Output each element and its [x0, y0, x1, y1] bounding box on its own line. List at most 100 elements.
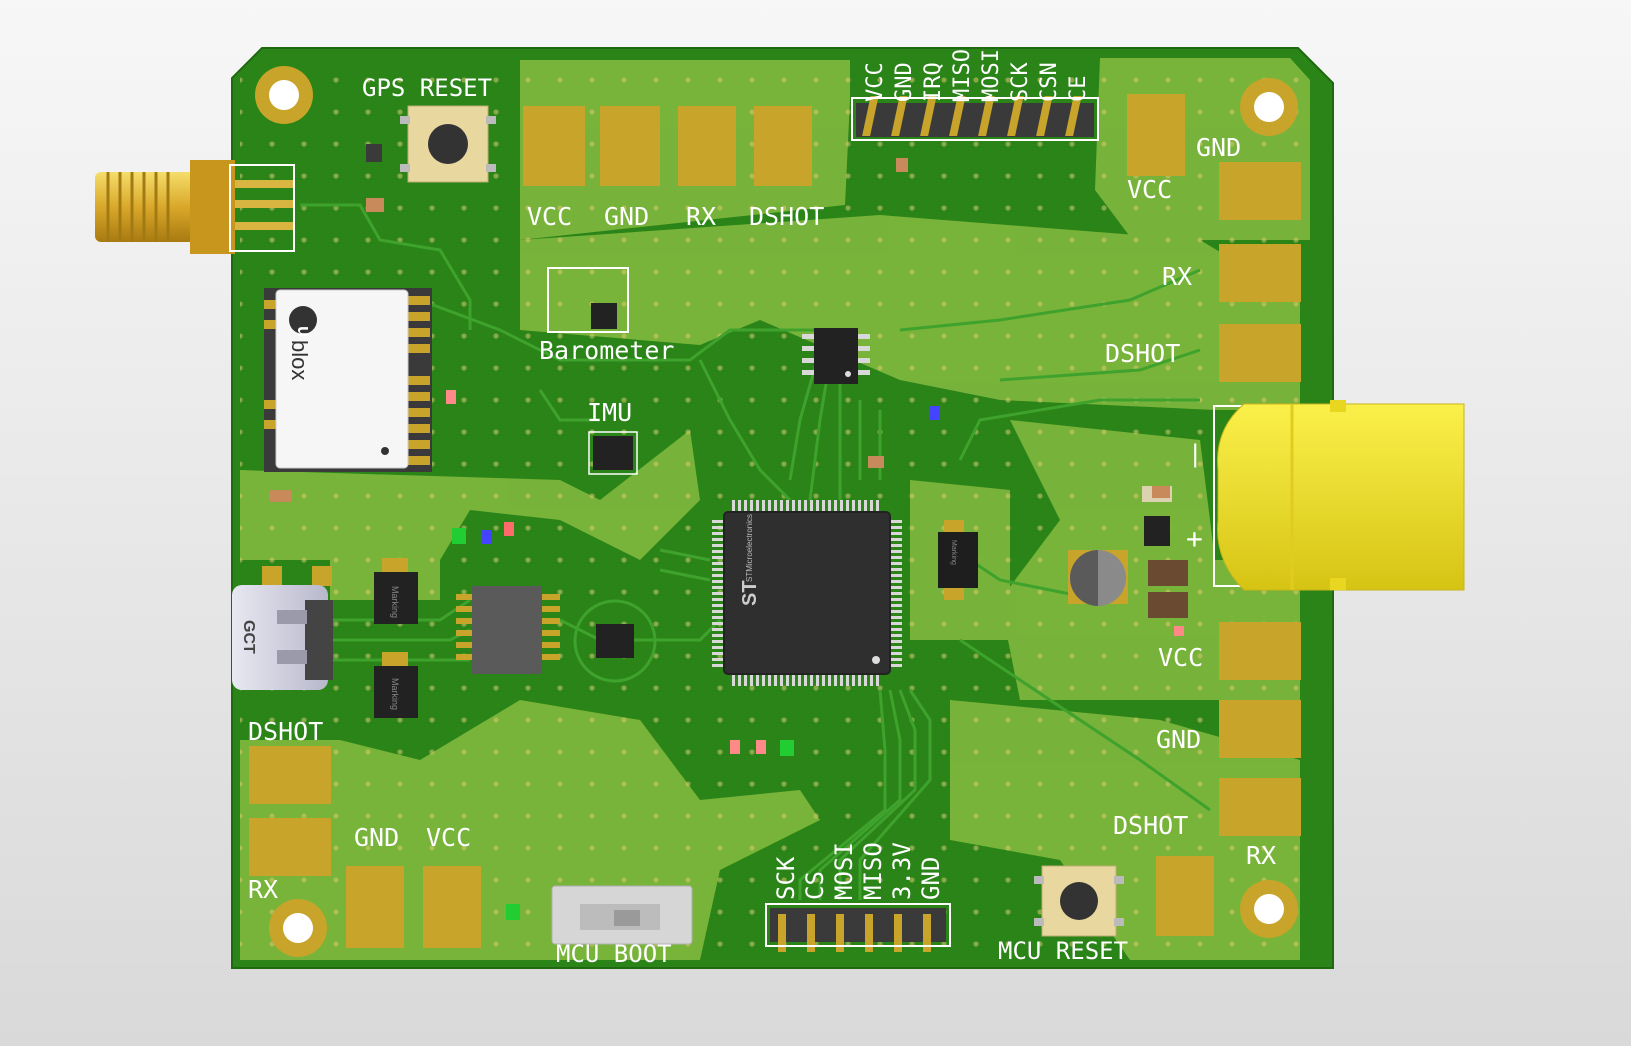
mcu-pin: [712, 640, 724, 643]
mcu-pin: [768, 500, 771, 512]
mcu-pin: [890, 544, 902, 547]
svg-text:Marking: Marking: [390, 586, 400, 618]
right-bottom-label-gnd: GND: [1156, 725, 1201, 754]
nrf-label-csn: CSN: [1037, 62, 1062, 102]
mcu-boot-switch[interactable]: [551, 885, 693, 945]
barometer-chip: [547, 267, 629, 333]
mount-hole-bottom-left: [269, 899, 327, 957]
mcu-pin: [712, 646, 724, 649]
mcu-pin: [712, 544, 724, 547]
mcu-pin: [804, 674, 807, 686]
mcu-pin: [712, 634, 724, 637]
mcu-pin: [756, 674, 759, 686]
mcu-pin: [840, 500, 843, 512]
mcu-pin: [798, 500, 801, 512]
spi-label-gnd: GND: [917, 857, 945, 900]
left-bottom-pad-gnd[interactable]: [346, 866, 404, 948]
spi-label-3v3: 3.3V: [888, 842, 916, 900]
spi-label-cs: CS: [801, 871, 829, 900]
left-bottom-label-vcc: VCC: [426, 823, 471, 852]
right-bottom-pad-gnd[interactable]: [1219, 700, 1301, 758]
top-pad-dshot[interactable]: [754, 106, 812, 186]
right-top-pad-gnd[interactable]: [1219, 162, 1301, 220]
nrf-label-mosi: MOSI: [979, 49, 1004, 102]
mcu-pin: [840, 674, 843, 686]
mount-hole-bottom-right: [1240, 880, 1298, 938]
mcu-reset-button[interactable]: [1034, 865, 1124, 937]
mcu-pin: [780, 674, 783, 686]
right-top-label-gnd: GND: [1196, 133, 1241, 162]
mcu-pin: [890, 580, 902, 583]
top-pad-label-gnd: GND: [604, 202, 649, 231]
right-top-label-vcc: VCC: [1127, 175, 1172, 204]
mcu-pin: [792, 500, 795, 512]
mcu-pin: [876, 674, 879, 686]
mcu-pin: [712, 556, 724, 559]
mcu-pin: [890, 652, 902, 655]
traces: [300, 203, 1211, 900]
right-bottom-pad-vcc[interactable]: [1219, 622, 1301, 680]
right-bottom-label-vcc: VCC: [1158, 643, 1203, 672]
usb-c-connector[interactable]: GCT: [232, 566, 333, 690]
mcu-pin: [712, 664, 724, 667]
svg-text:Marking: Marking: [950, 540, 957, 565]
mcu-pin: [864, 674, 867, 686]
gps-reset-label: GPS RESET: [362, 74, 492, 102]
nrf-label-sck: SCK: [1008, 62, 1033, 102]
right-top-pad-dshot[interactable]: [1219, 324, 1301, 382]
nrf-label-gnd: GND: [892, 62, 917, 102]
mcu-pin: [890, 520, 902, 523]
barometer-label: Barometer: [539, 336, 674, 365]
nrf-label-miso: MISO: [950, 49, 975, 102]
top-pad-rx[interactable]: [678, 106, 736, 186]
right-top-pad-vcc[interactable]: [1127, 94, 1185, 176]
mcu-pin: [822, 500, 825, 512]
mcu-pin: [828, 500, 831, 512]
mcu-pin: [768, 674, 771, 686]
right-top-pad-rx[interactable]: [1219, 244, 1301, 302]
top-pad-vcc[interactable]: [523, 106, 585, 186]
mcu-pin: [712, 550, 724, 553]
mcu-pin: [890, 646, 902, 649]
mcu-pin: [712, 592, 724, 595]
diode-1: Marking: [374, 558, 418, 624]
sma-antenna-connector: [95, 160, 295, 254]
left-bottom-pad-dshot[interactable]: [249, 746, 331, 804]
mcu-pin: [890, 622, 902, 625]
mcu-pin: [816, 674, 819, 686]
spi-label-miso: MISO: [859, 842, 887, 900]
mcu-chip: STMicroelectronics ST: [712, 500, 902, 686]
left-bottom-label-rx: RX: [248, 875, 278, 904]
nrf-pin-header[interactable]: [851, 96, 1099, 141]
mcu-pin: [712, 532, 724, 535]
mcu-pin: [786, 674, 789, 686]
left-bottom-pad-rx[interactable]: [249, 818, 331, 876]
gps-reset-button[interactable]: [400, 105, 496, 183]
mcu-pin: [890, 586, 902, 589]
left-bottom-pad-vcc[interactable]: [423, 866, 481, 948]
mcu-pin: [890, 634, 902, 637]
mcu-pin: [890, 532, 902, 535]
right-top-label-rx: RX: [1162, 262, 1192, 291]
spi-pin-header[interactable]: [765, 903, 951, 952]
mcu-pin: [792, 674, 795, 686]
right-bottom-label-dshot: DSHOT: [1113, 811, 1188, 840]
mcu-pin: [744, 674, 747, 686]
mcu-pin: [744, 500, 747, 512]
mcu-pin: [750, 500, 753, 512]
right-bottom-pad-dshot[interactable]: [1156, 856, 1214, 936]
mcu-pin: [890, 562, 902, 565]
spi-label-mosi: MOSI: [830, 842, 858, 900]
mcu-pin: [712, 586, 724, 589]
gps-module: u blox: [264, 288, 432, 472]
top-pad-gnd[interactable]: [600, 106, 660, 186]
top-pad-label-dshot: DSHOT: [749, 202, 824, 231]
mount-hole-top-left: [255, 66, 313, 124]
top-pad-label-rx: RX: [686, 202, 716, 231]
battery-connector[interactable]: [1213, 400, 1465, 591]
mcu-pin: [750, 674, 753, 686]
right-bottom-pad-rx[interactable]: [1219, 778, 1301, 836]
mcu-pin: [804, 500, 807, 512]
mcu-pin: [852, 500, 855, 512]
mcu-pin: [738, 500, 741, 512]
